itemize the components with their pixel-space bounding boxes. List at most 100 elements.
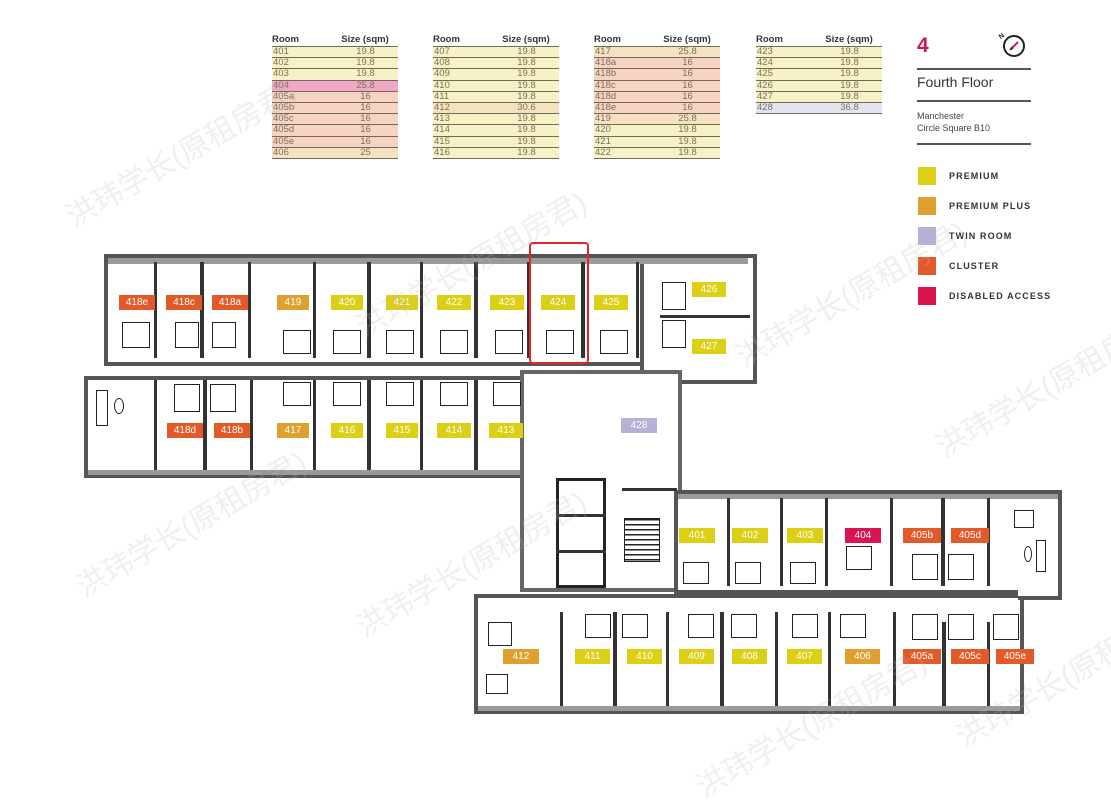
room-number-cell: 419 [595, 113, 611, 125]
room-label-412[interactable]: 412 [503, 649, 539, 664]
partition [828, 612, 831, 706]
column-header-size: Size (sqm) [341, 34, 389, 45]
room-label-402[interactable]: 402 [732, 528, 768, 543]
room-label-418d[interactable]: 418d [167, 423, 203, 438]
bathroom-pod [283, 330, 311, 354]
room-label-405a[interactable]: 405a [903, 649, 941, 664]
room-label-411[interactable]: 411 [575, 649, 610, 664]
divider [917, 100, 1031, 102]
room-label-418b[interactable]: 418b [214, 423, 250, 438]
room-size-cell: 16 [360, 90, 371, 102]
partition [560, 612, 563, 706]
room-label-422[interactable]: 422 [437, 295, 471, 310]
kitchen-counter [96, 390, 108, 426]
room-size-cell: 19.8 [356, 46, 375, 57]
room-label-418a[interactable]: 418a [212, 295, 248, 310]
bathroom-pod [585, 614, 611, 638]
room-label-406[interactable]: 406 [845, 649, 880, 664]
svg-text:N: N [998, 32, 1006, 41]
room-label-405c[interactable]: 405c [951, 649, 989, 664]
room-label-420[interactable]: 420 [331, 295, 363, 310]
room-label-423[interactable]: 423 [490, 295, 524, 310]
room-label-421[interactable]: 421 [386, 295, 418, 310]
room-number-cell: 418b [595, 68, 617, 80]
room-label-414[interactable]: 414 [437, 423, 471, 438]
room-label-408[interactable]: 408 [732, 649, 767, 664]
room-label-428[interactable]: 428 [621, 418, 657, 433]
room-size-cell: 25.8 [678, 46, 697, 57]
room-label-404[interactable]: 404 [845, 528, 881, 543]
room-size-cell: 16 [360, 135, 371, 147]
room-label-410[interactable]: 410 [627, 649, 662, 664]
room-label-424[interactable]: 424 [541, 295, 575, 310]
window-band [108, 258, 748, 264]
partition [666, 612, 669, 706]
room-label-405d[interactable]: 405d [951, 528, 989, 543]
room-number-cell: 418c [595, 79, 616, 91]
room-label-425[interactable]: 425 [594, 295, 628, 310]
room-size-cell: 16 [682, 101, 693, 113]
room-size-cell: 19.8 [840, 46, 859, 57]
room-number-cell: 418a [595, 57, 617, 69]
room-label-401[interactable]: 401 [679, 528, 715, 543]
room-size-cell: 19.8 [840, 68, 859, 80]
room-size-cell: 19.8 [517, 90, 536, 102]
room-label-409[interactable]: 409 [679, 649, 714, 664]
room-size-cell: 19.8 [517, 46, 536, 57]
room-label-415[interactable]: 415 [386, 423, 418, 438]
room-label-416[interactable]: 416 [331, 423, 363, 438]
bathroom-pod [440, 382, 468, 406]
divider [917, 143, 1031, 145]
room-label-426[interactable]: 426 [692, 282, 726, 297]
room-number-cell: 428 [757, 101, 773, 113]
bathroom-pod [731, 614, 757, 638]
room-size-cell: 25 [360, 146, 371, 158]
partition [727, 498, 730, 586]
room-number-cell: 421 [595, 135, 611, 147]
room-number-cell: 405a [273, 90, 295, 102]
room-label-419[interactable]: 419 [277, 295, 309, 310]
partition [154, 380, 157, 470]
room-label-403[interactable]: 403 [787, 528, 823, 543]
dining-table [1024, 546, 1032, 562]
highlighted-room-424[interactable] [529, 242, 589, 364]
room-number-cell: 407 [434, 46, 450, 57]
room-label-418e[interactable]: 418e [119, 295, 155, 310]
room-label-413[interactable]: 413 [489, 423, 523, 438]
kitchen-island [1014, 510, 1034, 528]
legend-swatch [918, 286, 936, 305]
partition [420, 262, 423, 358]
room-label-418c[interactable]: 418c [166, 295, 202, 310]
legend-label: DISABLED ACCESS [949, 290, 1052, 301]
bathroom-pod [840, 614, 866, 638]
room-label-407[interactable]: 407 [787, 649, 822, 664]
column-header-room: Room [433, 34, 460, 45]
room-label-417[interactable]: 417 [277, 423, 309, 438]
partition [203, 380, 207, 470]
room-label-405b[interactable]: 405b [903, 528, 941, 543]
floor-plan: 418e 418c 418a 419 420 421 422 423 424 425 426 427 4… [84, 242, 1062, 714]
room-size-cell: 19.8 [517, 124, 536, 136]
bathroom-pod [792, 614, 818, 638]
partition [420, 380, 423, 470]
room-number-cell: 424 [757, 57, 773, 69]
room-size-cell: 19.8 [356, 68, 375, 80]
bathroom-pod [948, 614, 974, 640]
wing-north-east-block [640, 254, 757, 384]
room-label-405e[interactable]: 405e [996, 649, 1034, 664]
room-label-427[interactable]: 427 [692, 339, 726, 354]
partition [248, 262, 251, 358]
room-number-cell: 408 [434, 57, 450, 69]
